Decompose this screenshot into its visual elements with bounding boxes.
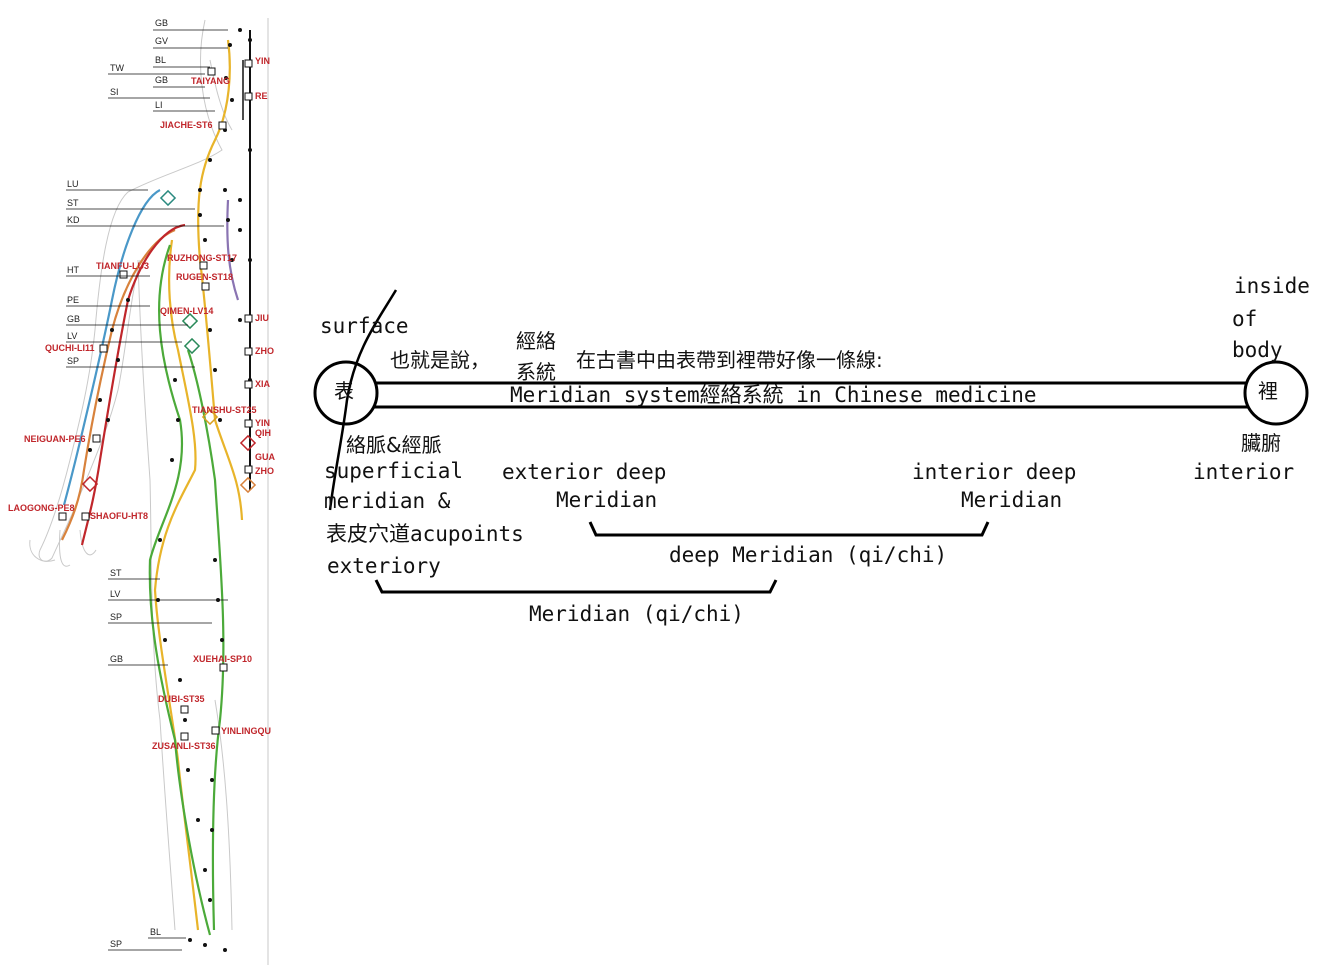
superficial-line-1: superficial <box>324 461 463 482</box>
point-label-quchi: QUCHI-LI11 <box>45 344 95 353</box>
heading-cn-part-2: 在古書中由表帶到裡帶好像一條線: <box>576 350 883 370</box>
meridian-label-gb: GB <box>155 76 168 85</box>
meridian-label-sp: SP <box>110 613 122 622</box>
meridian-label-st: ST <box>67 199 79 208</box>
meridian-system-bar-title: Meridian system經絡系統 in Chinese medicine <box>510 385 1037 406</box>
heading-cn-part-1: 也就是說， <box>390 350 490 370</box>
meridian-label-gv: GV <box>155 37 168 46</box>
interior-label: interior <box>1193 462 1294 483</box>
meridian-label-si: SI <box>110 88 119 97</box>
deep-meridian-brace-label: deep Meridian (qi/chi) <box>669 545 947 566</box>
zangfu-label: 臟腑 <box>1241 433 1281 453</box>
point-label-gua: GUA <box>255 453 275 462</box>
exterior-deep-line-1: exterior deep <box>502 462 666 483</box>
meridian-label-gb: GB <box>67 315 80 324</box>
point-label-xia: XIA <box>255 380 270 389</box>
luomai-jingmai-label: 絡脈&經脈 <box>346 435 442 455</box>
point-label-xuehai: XUEHAI-SP10 <box>193 655 252 664</box>
point-label-jiu: JIU <box>255 314 269 323</box>
meridian-label-lv: LV <box>110 590 120 599</box>
point-label-ruzhong: RUZHONG-ST17 <box>167 254 237 263</box>
meridian-label-lv: LV <box>67 332 77 341</box>
meridian-label-bl: BL <box>150 928 161 937</box>
meridian-label-lu: LU <box>67 180 79 189</box>
jingluo-bottom: 系統 <box>516 362 556 382</box>
point-label-re: RE <box>255 92 268 101</box>
point-label-qimen: QIMEN-LV14 <box>160 307 213 316</box>
point-label-dubi: DUBI-ST35 <box>158 695 205 704</box>
inside-body-line-1: inside <box>1234 276 1310 297</box>
inside-body-line-3: body <box>1232 340 1283 361</box>
superficial-line-2: meridian & <box>324 491 450 512</box>
acupuncture-body-chart <box>0 0 272 972</box>
interior-deep-line-1: interior deep <box>912 462 1076 483</box>
jingluo-top: 經絡 <box>516 331 556 351</box>
inside-body-line-2: of <box>1232 309 1257 330</box>
meridian-label-ht: HT <box>67 266 79 275</box>
exterior-deep-line-2: Meridian <box>556 490 657 511</box>
superficial-line-4: exteriory <box>327 556 441 577</box>
superficial-line-3: 表皮穴道acupoints <box>326 524 524 545</box>
surface-label: surface <box>320 316 409 337</box>
point-label-zho: ZHO <box>255 347 274 356</box>
point-label-tianfu: TIANFU-LU3 <box>96 262 149 271</box>
meridian-label-pe: PE <box>67 296 79 305</box>
meridian-label-st: ST <box>110 569 122 578</box>
point-label-neiguan: NEIGUAN-PE6 <box>24 435 86 444</box>
point-label-zusanli: ZUSANLI-ST36 <box>152 742 216 751</box>
meridian-brace-label: Meridian (qi/chi) <box>529 604 744 625</box>
point-label-taiyang: TAIYANG <box>191 77 230 86</box>
interior-deep-line-2: Meridian <box>961 490 1062 511</box>
point-label-rugen: RUGEN-ST18 <box>176 273 233 282</box>
point-label-shaofu: SHAOFU-HT8 <box>90 512 148 521</box>
point-label-yin: YIN <box>255 57 270 66</box>
meridian-label-li: LI <box>155 101 163 110</box>
point-label-qih: QIH <box>255 429 271 438</box>
point-label-jiache: JIACHE-ST6 <box>160 121 213 130</box>
meridian-label-gb: GB <box>110 655 123 664</box>
meridian-label-gb: GB <box>155 19 168 28</box>
meridian-label-bl: BL <box>155 56 166 65</box>
point-label-zho-2: ZHO <box>255 467 274 476</box>
point-label-tianshu: TIANSHU-ST25 <box>192 406 257 415</box>
point-label-yinlingqu: YINLINGQU <box>221 727 271 736</box>
surface-node-label: 表 <box>334 381 354 401</box>
point-label-yin-2: YIN <box>255 419 270 428</box>
interior-node-label: 裡 <box>1258 381 1278 401</box>
point-label-laogong: LAOGONG-PE8 <box>8 504 75 513</box>
meridian-label-kd: KD <box>67 216 80 225</box>
meridian-label-sp: SP <box>67 357 79 366</box>
meridian-label-sp: SP <box>110 940 122 949</box>
meridian-label-tw: TW <box>110 64 124 73</box>
